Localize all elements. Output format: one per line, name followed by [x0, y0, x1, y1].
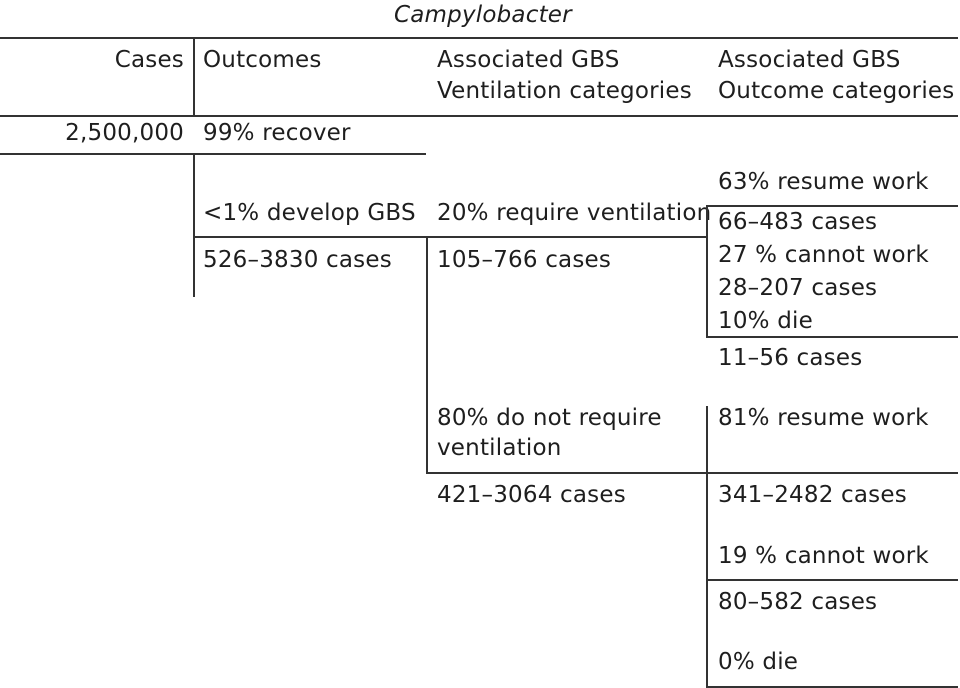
root-cases: 2,500,000 — [65, 120, 184, 146]
vent-branch-connector — [426, 236, 428, 472]
novent-die-line — [706, 686, 958, 688]
novent-die: 0% die — [718, 649, 799, 675]
header-outcome-line1: Associated GBS — [718, 47, 901, 73]
novent-resume: 81% resume work — [718, 405, 929, 431]
header-outcomes: Outcomes — [203, 47, 322, 73]
vent-require-line — [426, 236, 706, 238]
vent-require-cases: 105–766 cases — [437, 247, 612, 273]
novent-resume-cases: 341–2482 cases — [718, 482, 907, 508]
vent-resume-line — [706, 205, 958, 207]
vent-resume-cases: 66–483 cases — [718, 209, 878, 235]
vent-no-require-line1: 80% do not require — [437, 405, 662, 431]
header-divider — [193, 37, 195, 115]
vent-resume: 63% resume work — [718, 169, 929, 195]
header-bottom-rule — [0, 115, 958, 117]
vent-no-require-cases: 421–3064 cases — [437, 482, 626, 508]
vent-require: 20% require ventilation — [437, 200, 712, 226]
vent-die-cases: 11–56 cases — [718, 345, 863, 371]
vent-die-line — [706, 336, 958, 338]
header-outcome-line2: Outcome categories — [718, 78, 955, 104]
outcome-gbs: <1% develop GBS — [203, 200, 416, 226]
vent-outcome-connector — [706, 205, 708, 336]
vent-no-require-line — [426, 472, 958, 474]
novent-outcome-connector — [706, 406, 708, 688]
vent-die: 10% die — [718, 308, 813, 334]
outcome-branch-connector — [193, 153, 195, 297]
outcome-recover: 99% recover — [203, 120, 351, 146]
gbs-branch-line — [193, 236, 426, 238]
vent-cannot-cases: 28–207 cases — [718, 275, 878, 301]
diagram-title: Campylobacter — [394, 2, 572, 28]
outcome-gbs-cases: 526–3830 cases — [203, 247, 392, 273]
header-ventilation-line1: Associated GBS — [437, 47, 620, 73]
vent-no-require-line2: ventilation — [437, 435, 562, 461]
novent-cannot-line — [706, 579, 958, 581]
header-cases: Cases — [114, 47, 184, 73]
novent-cannot-cases: 80–582 cases — [718, 589, 878, 615]
header-top-rule — [0, 37, 958, 39]
novent-cannot: 19 % cannot work — [718, 543, 929, 569]
root-branch-line — [0, 153, 426, 155]
header-ventilation-line2: Ventilation categories — [437, 78, 692, 104]
vent-cannot: 27 % cannot work — [718, 242, 929, 268]
